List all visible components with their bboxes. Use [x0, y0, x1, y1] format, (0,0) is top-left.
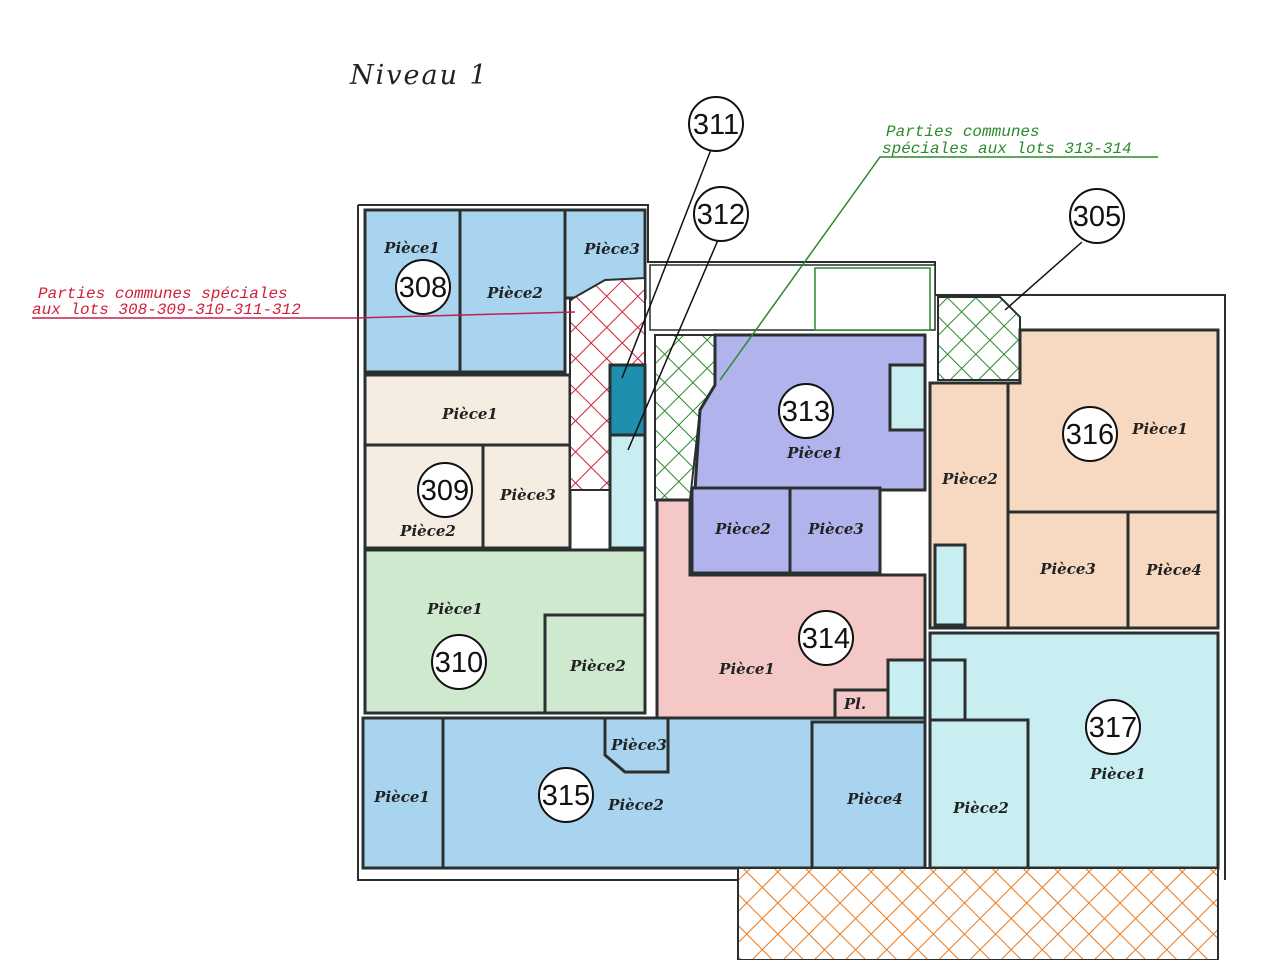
- room-313-piece3: [788, 486, 882, 575]
- outer-wall: [357, 204, 1226, 881]
- terrace-hatched: [737, 867, 1219, 960]
- room-label: Pièce1: [426, 600, 483, 618]
- room-label: Pièce3: [583, 240, 640, 258]
- room-label: Pièce1: [441, 405, 498, 423]
- svg-text:312: 312: [697, 199, 745, 231]
- balcony: [814, 267, 931, 331]
- lot-310: Pièce1 Pièce2: [363, 548, 647, 715]
- lot-number-316: 316: [1062, 406, 1118, 462]
- lot-number-313: 313: [778, 383, 834, 439]
- lot-number-315: 315: [538, 767, 594, 823]
- room-label: Pièce2: [399, 522, 456, 540]
- leader-311: [621, 146, 713, 379]
- room-label: Pièce2: [486, 284, 543, 302]
- leader-red-common: [32, 311, 576, 319]
- room-label: Pièce2: [607, 796, 664, 814]
- room-label: Pièce2: [952, 799, 1009, 817]
- lot-number-312: 312: [693, 186, 749, 242]
- green-annotation-line1: Parties communes: [886, 123, 1040, 141]
- room-317-piece2: [928, 718, 1030, 870]
- room-label: Pièce2: [714, 520, 771, 538]
- lot-number-317: 317: [1085, 699, 1141, 755]
- room-317-wc: [928, 658, 967, 722]
- svg-text:309: 309: [421, 475, 469, 507]
- room-label: Pièce4: [1145, 561, 1202, 579]
- room-310-piece2: [543, 613, 647, 715]
- lot-number-310: 310: [431, 634, 487, 690]
- room-label: Pièce3: [807, 520, 864, 538]
- room-label: Pièce1: [373, 788, 430, 806]
- room-label: Pièce1: [718, 660, 775, 678]
- room-label: Pièce1: [786, 444, 843, 462]
- room-label: Pièce1: [1131, 420, 1188, 438]
- room-309-piece3: [481, 443, 572, 550]
- room-label: Pièce2: [941, 470, 998, 488]
- leader-305: [1004, 241, 1083, 311]
- level-title: Niveau 1: [349, 60, 489, 91]
- green-annotation-line2: spéciales aux lots 313-314: [882, 140, 1132, 158]
- lot-316: Pièce1 Pièce2 Pièce3 Pièce4: [928, 328, 1220, 630]
- room-315-piece4: [810, 720, 927, 870]
- svg-text:315: 315: [542, 780, 590, 812]
- svg-text:308: 308: [399, 272, 447, 304]
- room-label: Pièce3: [610, 736, 667, 754]
- room-316-wc: [933, 543, 967, 627]
- red-annotation-line1: Parties communes spéciales: [38, 285, 288, 303]
- lot-317: Pièce1 Pièce2: [928, 631, 1220, 870]
- lot-309: Pièce1 Pièce2 Pièce3: [363, 373, 572, 550]
- room-315-piece3: [603, 716, 670, 774]
- room-label: Pièce1: [1089, 765, 1146, 783]
- room-316-piece4: [1126, 510, 1220, 630]
- room-label: Pièce1: [383, 239, 440, 257]
- svg-text:305: 305: [1073, 201, 1121, 233]
- lot-314: Pièce1 Pl.: [655, 498, 927, 720]
- lot-315: Pièce1 Pièce2 Pièce3 Pièce4: [361, 716, 927, 870]
- lot-number-305: 305: [1069, 188, 1125, 244]
- room-label: Pièce2: [569, 657, 626, 675]
- lot-number-311: 311: [688, 96, 744, 152]
- room-label: Pièce3: [499, 486, 556, 504]
- room-308-piece2: [458, 208, 567, 374]
- svg-text:313: 313: [782, 396, 830, 428]
- svg-text:317: 317: [1089, 712, 1137, 744]
- room-314-wc: [886, 658, 927, 720]
- leader-312: [627, 239, 719, 451]
- lot-305-spiral-stair: [937, 296, 1021, 381]
- room-label: Pièce4: [846, 790, 903, 808]
- svg-text:316: 316: [1066, 419, 1114, 451]
- room-label: Pièce3: [1039, 560, 1096, 578]
- lot-312-wc: [608, 433, 647, 550]
- svg-text:314: 314: [802, 623, 850, 655]
- svg-text:311: 311: [693, 109, 739, 141]
- lot-number-314: 314: [798, 610, 854, 666]
- leader-green-common: [719, 156, 1158, 381]
- room-313-wc: [888, 363, 927, 432]
- red-annotation-line2: aux lots 308-309-310-311-312: [32, 301, 301, 319]
- svg-text:310: 310: [435, 647, 483, 679]
- room-315-piece1: [361, 716, 445, 870]
- lot-number-308: 308: [395, 259, 451, 315]
- room-313-piece2: [690, 486, 792, 575]
- lot-number-309: 309: [417, 462, 473, 518]
- lot-311-wc: [608, 363, 647, 437]
- room-label: Pl.: [843, 695, 866, 713]
